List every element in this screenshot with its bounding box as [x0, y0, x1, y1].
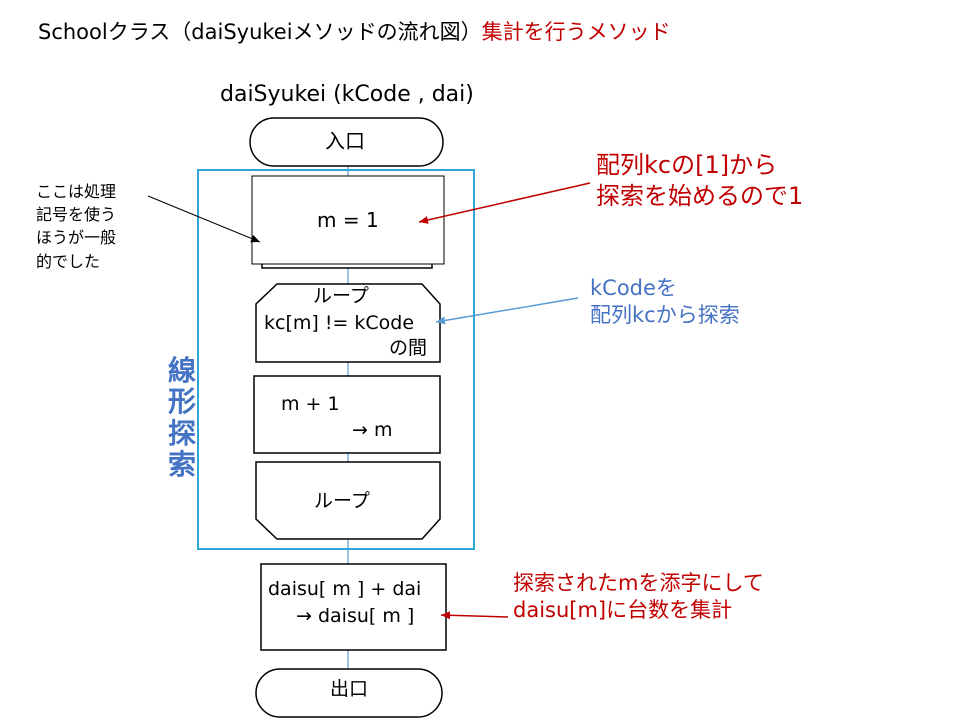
- aggregate-label-2: → daisu[ m ]: [296, 605, 415, 627]
- left-note: ここは処理 記号を使う ほうが一般 的でした: [36, 180, 116, 273]
- loop-start-shape: [255, 283, 441, 363]
- loop-start-label-2: kc[m] != kCode: [264, 312, 415, 334]
- loop-note: kCodeを 配列kcから探索: [590, 275, 740, 330]
- loop-note-line: kCodeを: [590, 276, 677, 300]
- end-terminal: [255, 668, 443, 718]
- page-title: Schoolクラス（daiSyukeiメソッドの流れ図）集計を行うメソッド: [38, 20, 671, 45]
- left-note-line: 記号を使う: [36, 205, 117, 225]
- init-note-line: 探索を始めるので1: [596, 182, 804, 211]
- aggregate-note-line: daisu[m]に台数を集計: [513, 598, 733, 623]
- function-signature: daiSyukei (kCode , dai): [220, 82, 474, 107]
- left-note-line: ほうが一般: [36, 228, 117, 248]
- aggregate-note-line: 探索されたmを添字にして: [513, 571, 764, 595]
- left-note-line: ここは処理: [36, 182, 117, 201]
- init-note-line: 配列kcの[1]から: [596, 151, 778, 179]
- linear-search-label: 線形探索: [167, 354, 196, 482]
- title-main: Schoolクラス（daiSyukeiメソッドの流れ図）: [38, 20, 482, 44]
- left-note-line: 的でした: [36, 251, 101, 271]
- aggregate-note: 探索されたmを添字にして daisu[m]に台数を集計: [513, 570, 764, 625]
- aggregate-box: [260, 563, 447, 651]
- title-sub: 集計を行うメソッド: [481, 20, 671, 44]
- increment-label-1: m + 1: [281, 393, 340, 415]
- left-note-arrow: [147, 195, 261, 243]
- start-terminal: [249, 117, 444, 167]
- increment-label-2: → m: [352, 419, 393, 441]
- linear-search-frame: [197, 169, 475, 550]
- init-label: m = 1: [317, 208, 379, 232]
- loop-start-label-1: ループ: [313, 285, 369, 307]
- init-note: 配列kcの[1]から 探索を始めるので1: [596, 150, 803, 212]
- aggregate-note-arrow: [440, 611, 509, 620]
- init-box: [251, 175, 445, 265]
- end-label: 出口: [330, 678, 369, 700]
- start-label: 入口: [325, 129, 365, 153]
- loop-end-shape: [255, 461, 441, 540]
- init-note-arrow: [418, 182, 591, 224]
- aggregate-label-1: daisu[ m ] + dai: [268, 578, 422, 600]
- increment-box: [253, 375, 441, 454]
- loop-start-label-3: の間: [389, 337, 428, 359]
- loop-note-line: 配列kcから探索: [590, 303, 740, 328]
- loop-note-arrow: [435, 297, 579, 325]
- loop-end-label: ループ: [314, 490, 370, 512]
